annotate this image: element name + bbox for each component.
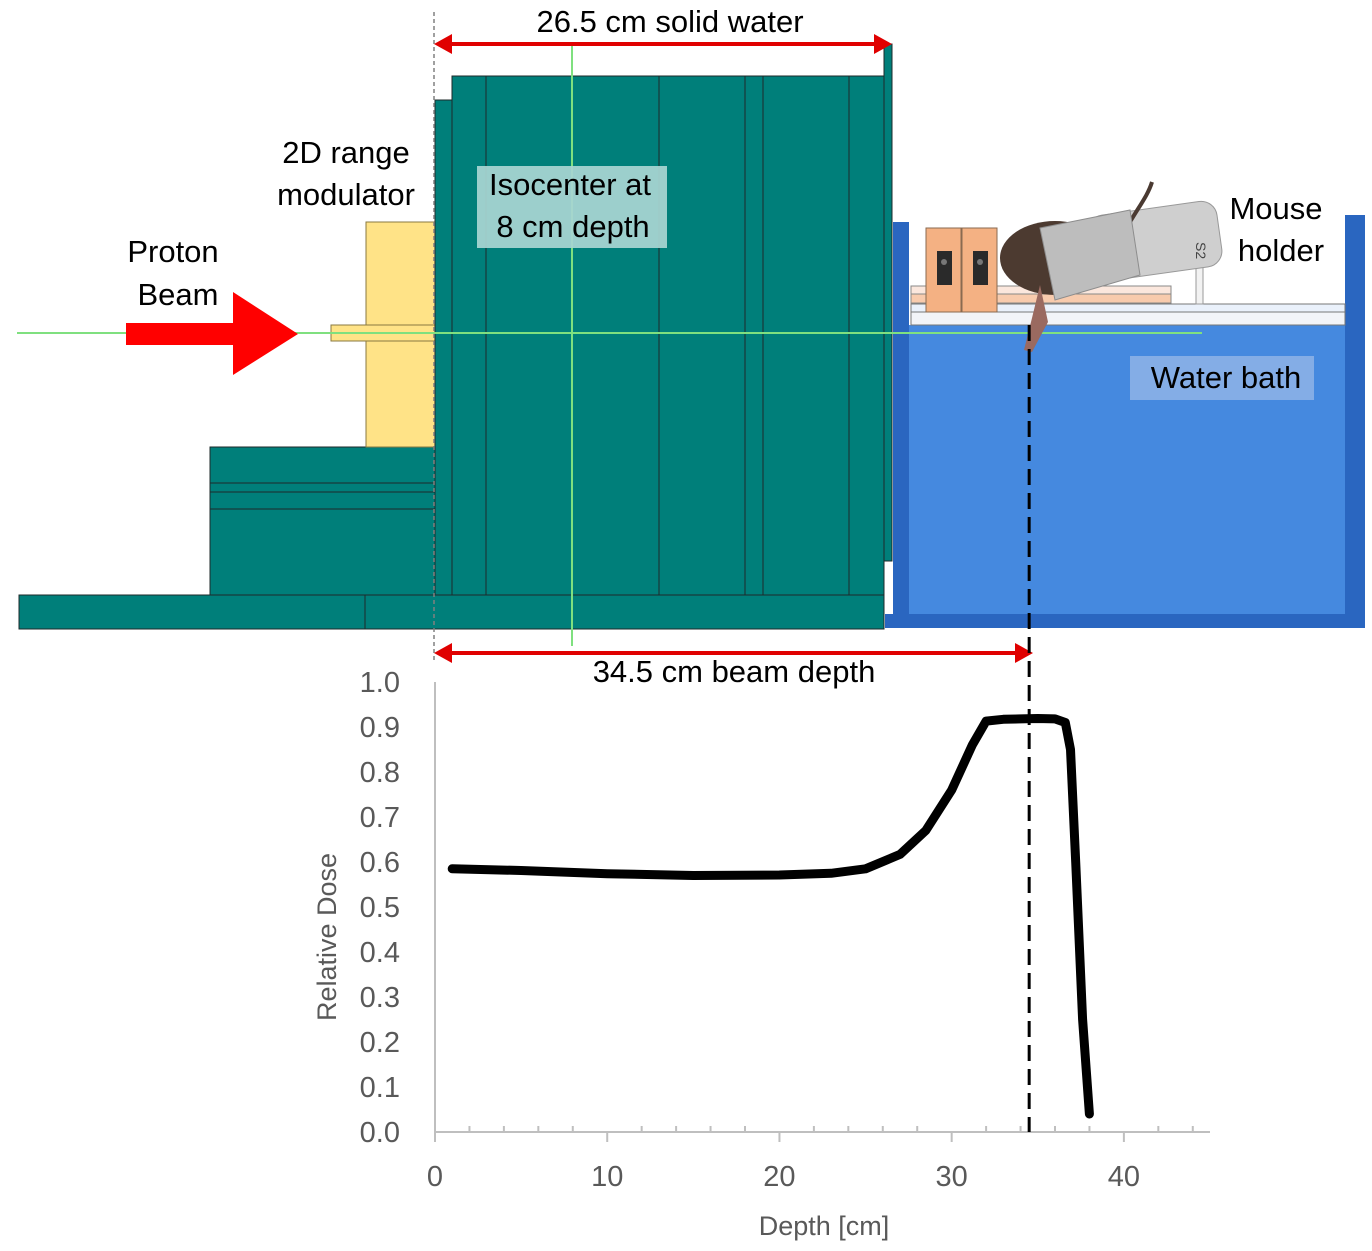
proton-beam-arrow — [126, 292, 298, 375]
x-tick-label: 30 — [936, 1161, 968, 1193]
x-tick-label: 0 — [427, 1161, 443, 1193]
modulator-stand-4 — [209, 508, 453, 596]
proton-beam-label-line-1: Proton — [127, 234, 218, 269]
isocenter-label: Isocenter at 8 cm depth — [477, 166, 667, 248]
y-tick-label: 0.7 — [360, 802, 400, 834]
y-tick-label: 0.8 — [360, 757, 400, 789]
beam-depth-label: 34.5 cm beam depth — [593, 654, 876, 689]
modulator-stand-2 — [209, 482, 453, 493]
mouse-wrap — [1039, 209, 1141, 301]
base-plate-right — [364, 594, 885, 630]
x-axis: 0 10 20 30 40 — [427, 1126, 1210, 1193]
x-tick-label: 20 — [763, 1161, 795, 1193]
solid-water-stack — [434, 43, 893, 596]
beam-depth-arrowhead-right — [1015, 643, 1033, 663]
water-bath-label: Water bath — [1130, 356, 1314, 400]
mouse-holder-label-line-1: Mouse — [1229, 191, 1322, 226]
solid-water-dimension: 26.5 cm solid water — [434, 4, 892, 54]
x-tick-label: 10 — [591, 1161, 623, 1193]
isocenter-label-line-2: 8 cm depth — [496, 209, 649, 244]
solid-water-thin-slab — [434, 99, 453, 596]
beam-depth-arrowhead-left — [434, 643, 452, 663]
solid-water-slab-5 — [744, 75, 764, 596]
range-modulator-label-line-2: modulator — [277, 177, 415, 212]
y-tick-label: 0.5 — [360, 892, 400, 924]
water-bath-label-background — [1130, 356, 1314, 400]
holder-clamp-1-screw — [941, 259, 947, 265]
y-tick-label: 0.6 — [360, 847, 400, 879]
solid-water-slab-4 — [658, 75, 746, 596]
water-bath-floor — [885, 614, 1365, 628]
modulator-stand-3 — [209, 491, 453, 510]
y-tick-label: 0.9 — [360, 712, 400, 744]
y-tick-label: 0.3 — [360, 982, 400, 1014]
holder-platform-lower — [910, 311, 1346, 326]
solid-water-arrowhead-right — [874, 34, 892, 54]
modulator-stand-1 — [209, 446, 453, 484]
isocenter-label-line-1: Isocenter at — [489, 167, 651, 202]
isocenter-label-background — [477, 166, 667, 248]
solid-water-slab-3 — [571, 75, 660, 596]
water-bath-right-wall — [1345, 215, 1365, 627]
solid-water-end-plate — [883, 43, 893, 562]
base-plate-left — [18, 594, 366, 630]
holder-clamp-2-screw — [977, 259, 983, 265]
solid-water-arrowhead-left — [434, 34, 452, 54]
mouse-holder: S2 — [910, 181, 1346, 352]
water-bath-label-text: Water bath — [1151, 360, 1301, 395]
mouse-tail — [1128, 181, 1154, 224]
y-tick-label: 1.0 — [360, 667, 400, 699]
water-bath-left-wall — [893, 222, 909, 616]
dose-curve — [447, 714, 1094, 1119]
y-tick-label: 0.2 — [360, 1027, 400, 1059]
holder-clamp-2-knob — [973, 251, 988, 285]
base-plates — [18, 446, 885, 630]
x-axis-title: Depth [cm] — [759, 1211, 890, 1241]
solid-water-slab-1 — [451, 75, 487, 596]
y-tick-label: 0.0 — [360, 1117, 400, 1149]
y-axis: 0.0 0.1 0.2 0.3 0.4 0.5 0.6 0.7 0.8 0.9 1.0 — [360, 667, 436, 1149]
y-axis-title: Relative Dose — [312, 853, 342, 1021]
solid-water-slab-6 — [762, 75, 850, 596]
y-tick-label: 0.4 — [360, 937, 400, 969]
depth-dose-chart: 0.0 0.1 0.2 0.3 0.4 0.5 0.6 0.7 0.8 0.9 1.0 0 10 20 3… — [312, 667, 1210, 1241]
holder-tube-marking: S2 — [1193, 242, 1209, 259]
solid-water-label: 26.5 cm solid water — [536, 4, 803, 39]
proton-beam-label-line-2: Beam — [138, 277, 219, 312]
range-modulator-label-line-1: 2D range — [282, 135, 410, 170]
range-modulator — [330, 221, 437, 448]
holder-clamp-1-knob — [937, 251, 952, 285]
mouse-holder-label-line-2: holder — [1238, 233, 1324, 268]
solid-water-slab-7 — [848, 75, 885, 596]
x-tick-label: 40 — [1108, 1161, 1140, 1193]
beam-depth-dimension: 34.5 cm beam depth — [434, 643, 1033, 689]
solid-water-slab-2 — [485, 75, 573, 596]
y-tick-label: 0.1 — [360, 1072, 400, 1104]
